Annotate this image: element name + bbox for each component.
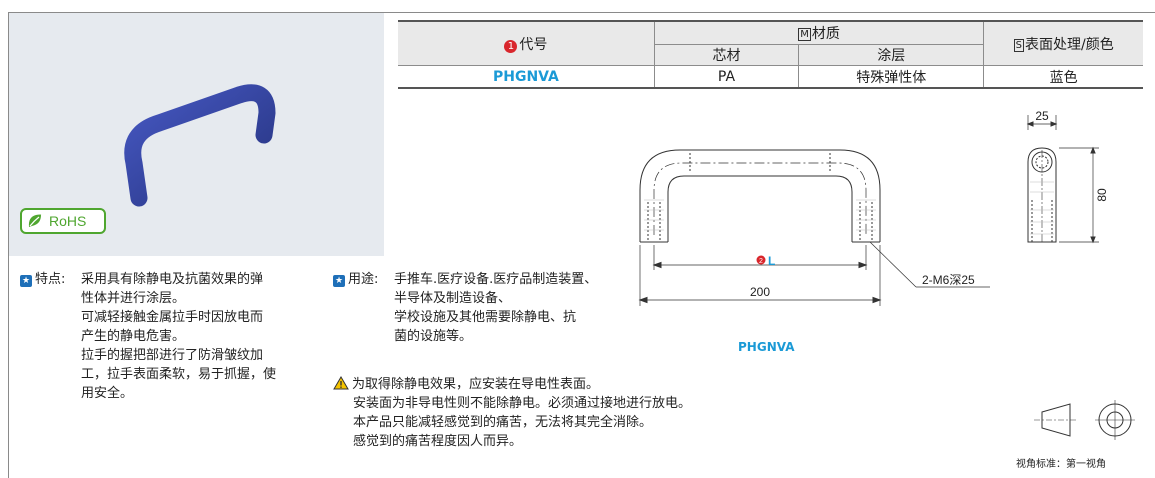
warning-icon (333, 376, 349, 390)
table-row: PHGNVA PA 特殊弹性体 蓝色 (398, 65, 1143, 89)
dimension-200: 200 (750, 285, 770, 299)
header-coat: 涂层 (798, 44, 985, 66)
row-color: 蓝色 (983, 65, 1143, 89)
star-icon: ★ (333, 275, 345, 287)
handle-photo-illustration (124, 84, 276, 207)
features-text: 采用具有除静电及抗菌效果的弹 性体并进行涂层。 可减轻接触金属拉手时因放电而 产… (81, 272, 277, 401)
features-label: ★特点: (20, 272, 66, 287)
row-code: PHGNVA (398, 65, 655, 89)
row-core: PA (653, 65, 800, 89)
drawing-part-code: PHGNVA (738, 340, 795, 354)
projection-label: 视角标准：第一视角 (1016, 459, 1106, 470)
dimension-L: L (768, 254, 775, 268)
uses-text: 手推车.医疗设备.医疗品制造装置、 半导体及制造设备、 学校设施及其他需要除静电… (394, 272, 598, 344)
row-coat: 特殊弹性体 (798, 65, 985, 89)
number-1-badge: 1 (504, 39, 518, 53)
number-2-badge (756, 255, 766, 265)
svg-text:2: 2 (759, 258, 763, 265)
frame-top-border (8, 12, 1155, 13)
side-view-drawing: 25 80 (1026, 110, 1109, 244)
uses-label: ★用途: (333, 272, 379, 287)
warning-block: 为取得除静电效果，应安装在导电性表面。 安装面为非导电性则不能除静电。必须通过接… (333, 375, 933, 451)
rohs-label: RoHS (49, 213, 87, 229)
frame-left-border (8, 12, 9, 478)
dimension-thread: 2-M6深25 (922, 273, 975, 287)
dimension-25: 25 (1035, 110, 1049, 123)
dimension-80: 80 (1095, 188, 1109, 202)
header-core: 芯材 (653, 44, 800, 66)
rohs-badge: RoHS (20, 208, 106, 234)
front-view-drawing: 2 L 200 2-M6深25 (638, 149, 990, 306)
leaf-icon (28, 214, 42, 227)
projection-symbol (1034, 400, 1135, 440)
star-icon: ★ (20, 275, 32, 287)
